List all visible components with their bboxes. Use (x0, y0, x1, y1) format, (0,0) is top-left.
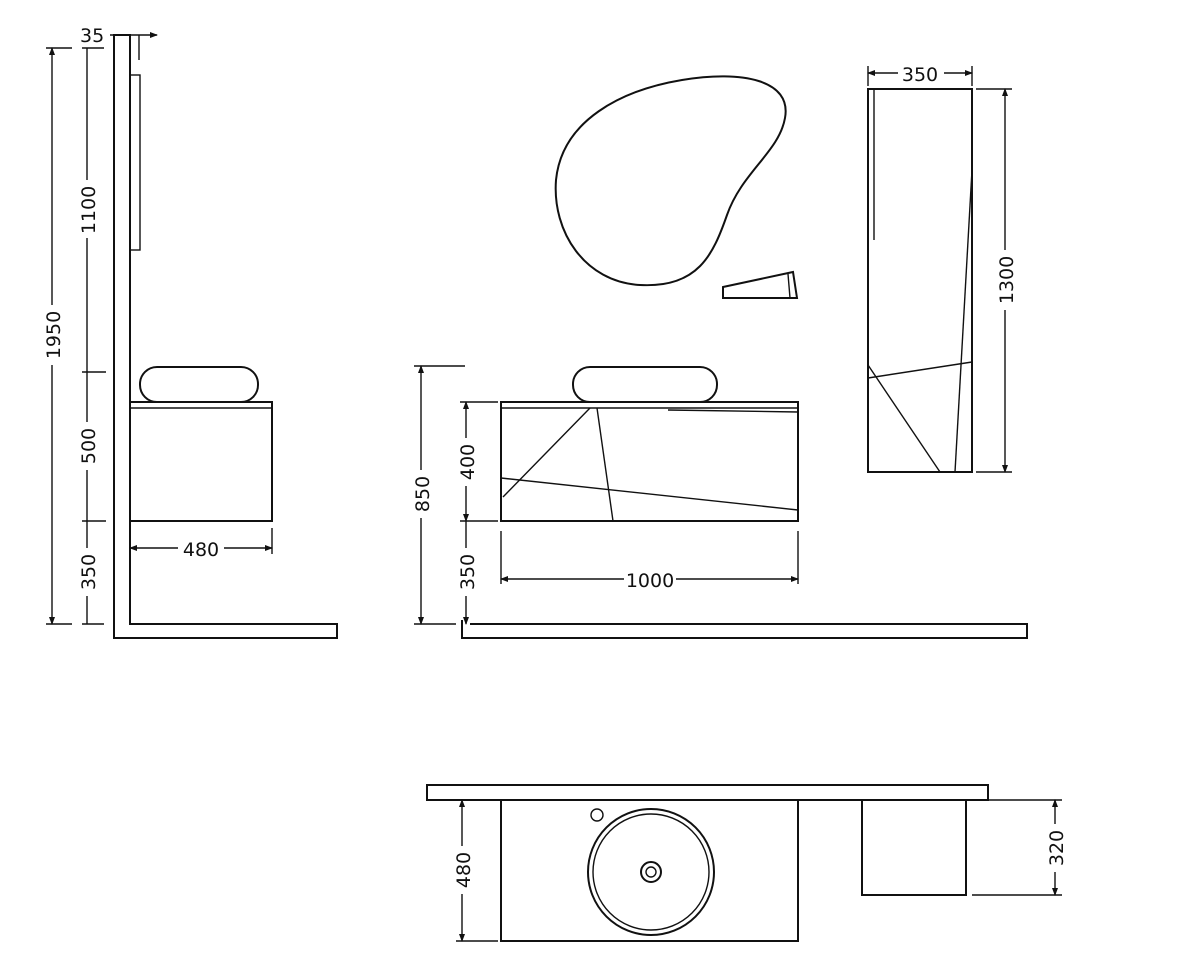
basin-bowl (587, 808, 715, 936)
side-mirror (129, 74, 141, 251)
dim-tall-depth: 320 (1046, 830, 1068, 866)
dim-plan-cabinet-depth: 480 (453, 852, 475, 888)
plan-countertop (426, 784, 989, 801)
dim-tall-height: 1300 (996, 256, 1018, 304)
dim-wall-thickness: 35 (80, 25, 104, 47)
plan-cabinet (500, 799, 799, 942)
dim-total-height: 1950 (43, 311, 65, 359)
floor-profile (461, 620, 1028, 639)
front-basin (572, 366, 718, 403)
dim-cabinet-width: 1000 (626, 570, 674, 592)
dim-mirror-height: 1100 (78, 186, 100, 234)
dim-front-floor-clearance: 350 (457, 554, 479, 590)
dim-cabinet-height: 500 (78, 428, 100, 464)
side-basin (139, 366, 259, 403)
front-view: 850 400 350 1000 (411, 75, 1028, 639)
dim-tall-width: 350 (902, 64, 938, 86)
faucet-hole (590, 808, 604, 822)
dim-top-height: 850 (412, 476, 434, 512)
dim-cabinet-depth: 480 (183, 539, 219, 561)
side-cabinet (129, 401, 273, 522)
plan-view: 480 320 (426, 784, 1068, 942)
mirror-outline (554, 75, 787, 287)
drain-icon (640, 861, 662, 883)
tall-cabinet-view: 350 1300 (867, 63, 1018, 473)
dim-floor-clearance: 350 (78, 554, 100, 590)
plan-tall-cabinet (861, 799, 967, 896)
side-view: 35 1950 1100 500 350 480 (43, 25, 338, 639)
front-cabinet (500, 401, 799, 522)
tall-cabinet (867, 88, 973, 473)
shelf (722, 270, 799, 299)
dim-front-cabinet-height: 400 (457, 444, 479, 480)
